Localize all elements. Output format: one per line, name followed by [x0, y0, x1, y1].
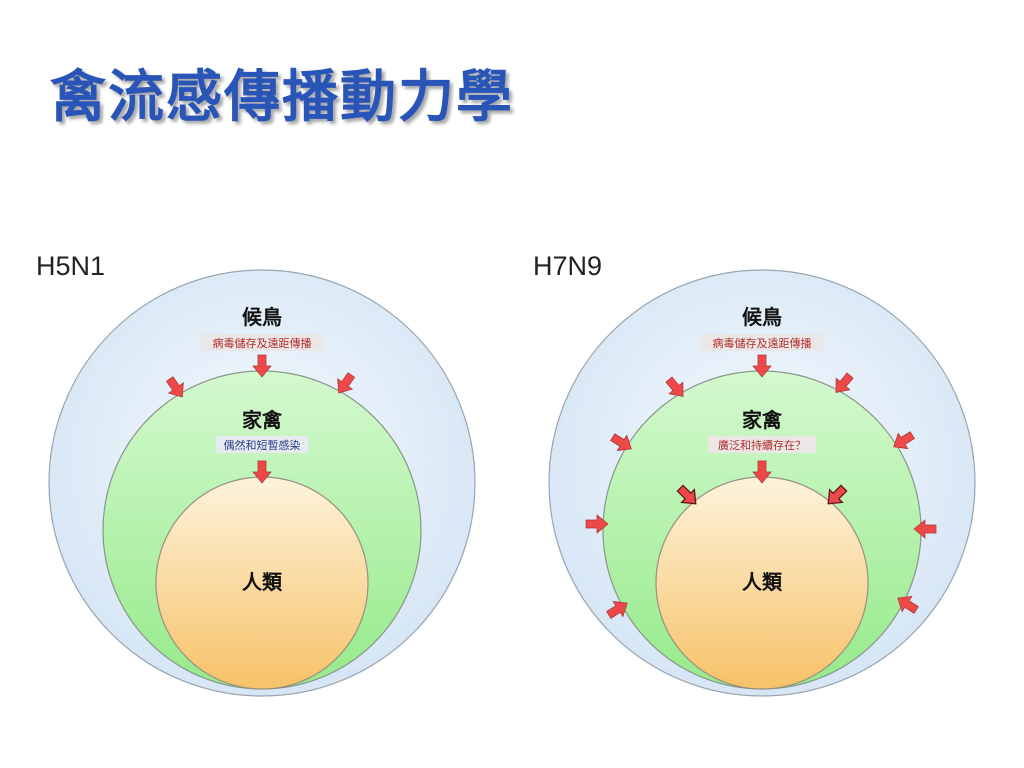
outer-label-h5n1: 候鳥 [242, 305, 282, 329]
outer-note-box-h7n9 [701, 334, 823, 351]
panel-h5n1: H5N1 候鳥 病毒儲存及遠距傳播 家禽 偶然和短暫感染 人類 [36, 251, 476, 697]
slide-title: 禽流感傳播動力學 [50, 64, 514, 130]
middle-label-h7n9: 家禽 [742, 408, 783, 432]
middle-note-box-h7n9 [708, 436, 816, 453]
panel-h7n9: H7N9 候鳥 病毒儲存及遠距傳播 家禽 廣泛和持續存在？ 人類 [533, 251, 976, 697]
middle-note-h7n9: 廣泛和持續存在？ [718, 438, 806, 452]
middle-label-h5n1: 家禽 [242, 408, 283, 432]
outer-note-box-h5n1 [201, 334, 323, 351]
panel-label-h7n9: H7N9 [533, 251, 602, 281]
outer-note-h5n1: 病毒儲存及遠距傳播 [213, 336, 312, 350]
middle-note-box-h5n1 [216, 436, 308, 453]
inner-label-h7n9: 人類 [742, 570, 783, 594]
inner-label-h5n1: 人類 [242, 570, 283, 594]
panel-label-h5n1: H5N1 [36, 251, 105, 281]
middle-note-h5n1: 偶然和短暫感染 [224, 438, 301, 452]
outer-label-h7n9: 候鳥 [742, 305, 782, 329]
outer-note-h7n9: 病毒儲存及遠距傳播 [713, 336, 812, 350]
